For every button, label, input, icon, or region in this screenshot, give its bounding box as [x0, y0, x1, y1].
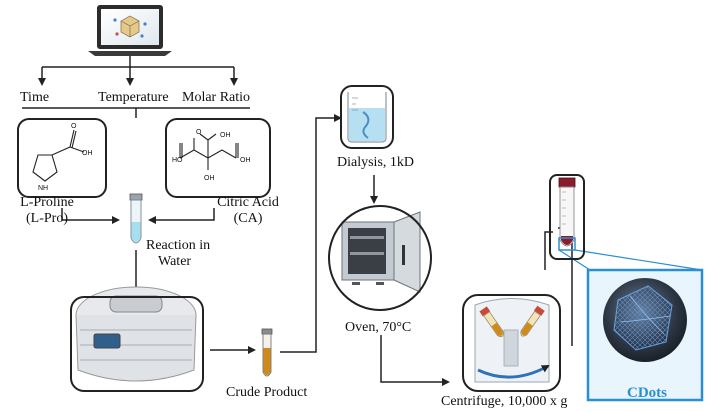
- proline-o-label: O: [71, 123, 77, 130]
- centrifuge-icon: [474, 298, 550, 383]
- zoom-line-left: [558, 249, 591, 271]
- citric-ho-label: HO: [172, 157, 183, 164]
- final-tube-box: [549, 174, 585, 260]
- carbon-dot-icon: [603, 278, 687, 362]
- proline-oh-label: OH: [82, 150, 93, 157]
- parameter-connectors: [22, 56, 250, 118]
- crude-tube-icon: [261, 328, 273, 377]
- param-molar-ratio-label: Molar Ratio: [182, 90, 251, 105]
- proline-label-line1: L-Proline: [20, 195, 74, 210]
- dialysis-label: Dialysis, 1kD: [337, 155, 414, 170]
- dialysis-box: [340, 85, 394, 149]
- reactor-box: [70, 296, 204, 392]
- centrifuge-label: Centrifuge, 10,000 x g: [441, 394, 568, 409]
- laptop-icon: [88, 5, 172, 56]
- oven-label: Oven, 70°C: [345, 320, 412, 335]
- crude-product-label: Crude Product: [226, 385, 308, 400]
- citric-oh-label-top: OH: [220, 132, 231, 139]
- zoom-line-right: [574, 249, 703, 271]
- proline-nh-label: NH: [38, 185, 48, 192]
- proline-structure: [32, 129, 85, 182]
- beaker-icon: [347, 92, 387, 143]
- centrifuge-box: [462, 294, 561, 392]
- reaction-label-line2: Water: [158, 254, 192, 269]
- arrow-to-centrifuge: [380, 335, 450, 386]
- cdots-label: CDots: [627, 385, 667, 401]
- arrow-to-dialysis: [280, 114, 342, 353]
- final-tube-icon: [558, 177, 576, 251]
- reaction-tube-icon: [129, 193, 143, 244]
- proline-label-line2: (L-Pro): [26, 211, 68, 226]
- citric-label-line1: Citric Acid: [217, 195, 279, 210]
- proline-box: [17, 118, 107, 198]
- citric-label-line2: (CA): [233, 211, 263, 226]
- param-time-label: Time: [20, 90, 50, 105]
- reactor-device-icon: [75, 286, 197, 382]
- citric-o-label: O: [196, 129, 202, 136]
- citric-acid-box: [165, 118, 271, 198]
- citric-oh-label-bottom: OH: [204, 175, 215, 182]
- oven-oval: [328, 205, 432, 311]
- param-temperature-label: Temperature: [98, 90, 169, 105]
- reaction-label-line1: Reaction in: [146, 238, 211, 253]
- citric-oh-label-right: OH: [240, 157, 251, 164]
- citric-acid-structure: [179, 133, 239, 170]
